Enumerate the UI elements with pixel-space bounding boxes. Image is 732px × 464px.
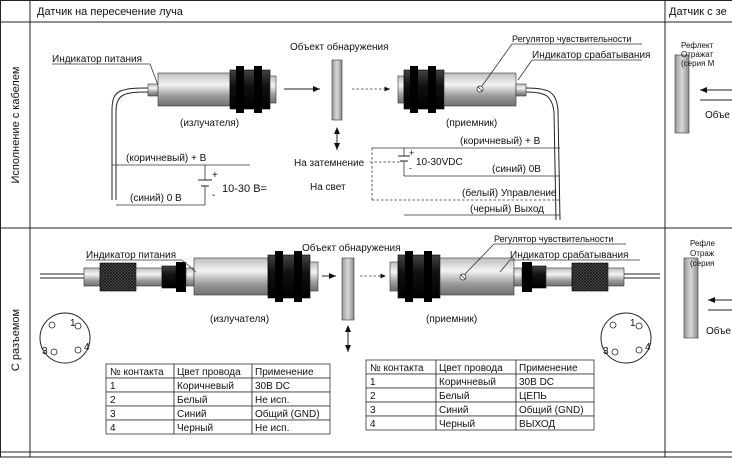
row-label-connector: С разъемом [10, 309, 22, 371]
cable-section: Индикатор питания (излучателя) Объект об… [52, 34, 650, 221]
table-cell: Черный [439, 419, 475, 430]
pin-label: 1 [630, 318, 636, 329]
receiver-sensor-cable [397, 66, 561, 221]
table-cell: Не исп. [255, 423, 289, 434]
power-indicator-label-connector: Индикатор питания [86, 250, 176, 261]
brown-wire-right: (коричневый) + В [460, 136, 541, 147]
table-header: № контакта [370, 363, 424, 374]
plus-left: + [212, 170, 218, 181]
black-wire-right: (черный) Выход [470, 204, 544, 215]
detection-object [331, 59, 343, 121]
receiver-label-connector: (приемник) [426, 314, 477, 325]
dark-on-label: На затемнение [294, 158, 365, 169]
white-wire-right: (белый) Управление [462, 187, 557, 199]
emitter-label: (излучателя) [180, 118, 239, 129]
table-cell: 2 [370, 391, 376, 402]
pin-label: 1 [70, 318, 76, 329]
table-cell: Не исп. [255, 395, 289, 406]
pin-diagram-right: 1 3 4 [600, 312, 652, 364]
partial-text: Отражат [681, 50, 713, 59]
table-cell: Общий (GND) [519, 404, 584, 416]
partial-text: Объе [706, 325, 731, 337]
table-cell: Белый [177, 395, 207, 406]
pin-table-left: № контакта Цвет провода Применение 1 Кор… [105, 363, 331, 435]
voltage-right: 10-30VDC [416, 157, 463, 168]
partial-text: (серия M [681, 59, 715, 68]
table-cell: ЦЕПЬ [519, 391, 547, 402]
detection-object-connector [341, 257, 355, 321]
blue-wire-right: (синий) 0В [492, 164, 541, 175]
table-cell: 3 [110, 409, 116, 420]
brown-wire-left: (коричневый) + В [126, 153, 207, 164]
table-cell: 1 [370, 377, 376, 388]
table-cell: ВЫХОД [519, 419, 555, 430]
sensitivity-label: Регулятор чувствительности [512, 34, 631, 44]
table-cell: Общий (GND) [255, 408, 320, 420]
object-label-connector: Объект обнаружения [302, 242, 401, 254]
partial-right-column: Рефлект Отражат (серия M Объе Рефле Отра… [674, 41, 732, 339]
table-cell: 4 [370, 419, 376, 430]
minus-left: - [212, 190, 215, 201]
table-cell: Коричневый [177, 381, 234, 392]
receiver-label: (приемник) [446, 118, 497, 129]
table-header: № контакта [110, 367, 164, 378]
table-cell: Синий [177, 409, 207, 420]
emitter-sensor-connector [193, 251, 319, 302]
voltage-left: 10-30 В= [222, 183, 267, 195]
minus-right: - [409, 163, 412, 173]
table-cell: 30В DC [255, 381, 290, 392]
pin-label: 3 [603, 346, 609, 357]
table-cell: 1 [110, 381, 116, 392]
object-label: Объект обнаружения [290, 41, 389, 53]
trigger-indicator-label: Индикатор срабатывания [532, 49, 650, 61]
receiver-sensor-connector [389, 251, 515, 302]
emitter-connector-plug [40, 262, 195, 292]
table-cell: 30В DC [519, 377, 554, 388]
pin-table-right: № контакта Цвет провода Применение 1 Кор… [365, 359, 595, 431]
emitter-sensor-cable [111, 66, 277, 200]
table-header: Цвет провода [439, 363, 503, 374]
pin-label: 3 [42, 346, 48, 357]
pin-label: 4 [84, 342, 90, 353]
table-cell: Коричневый [439, 377, 496, 388]
row-label-cable: Исполнение с кабелем [10, 67, 22, 184]
pin-label: 4 [645, 342, 651, 353]
table-header: Применение [255, 367, 314, 378]
blue-wire-left: (синий) 0 В [130, 193, 182, 204]
header-col1-title: Датчик на пересечение луча [37, 6, 184, 18]
table-header: Цвет провода [177, 367, 241, 378]
light-on-label: На свет [310, 182, 346, 193]
sensitivity-label-connector: Регулятор чувствительности [494, 234, 613, 244]
reflector-cable [674, 54, 690, 134]
emitter-label-connector: (излучателя) [210, 314, 269, 325]
table-cell: 2 [110, 395, 116, 406]
table-cell: Черный [177, 423, 213, 434]
receiver-connector-plug [513, 262, 660, 292]
table-header: Применение [519, 363, 578, 374]
partial-text: Рефлект [681, 41, 714, 50]
reflector-connector [683, 257, 699, 339]
partial-text: Рефле [690, 239, 716, 248]
connector-section: Индикатор питания (излучателя) 1 3 4 Объ… [39, 234, 660, 435]
partial-text: (серия [690, 259, 714, 268]
header-col2-title: Датчик с зе [669, 6, 727, 18]
table-cell: Синий [439, 405, 469, 416]
pin-diagram-left: 1 3 4 [39, 312, 91, 364]
plus-right: + [409, 148, 414, 158]
partial-text: Отраж [690, 249, 715, 258]
table-cell: 4 [110, 423, 116, 434]
table-cell: 3 [370, 405, 376, 416]
table-cell: Белый [439, 391, 469, 402]
trigger-indicator-label-connector: Индикатор срабатывания [510, 249, 628, 261]
power-indicator-label: Индикатор питания [52, 54, 142, 65]
partial-text: Объе [705, 109, 730, 121]
